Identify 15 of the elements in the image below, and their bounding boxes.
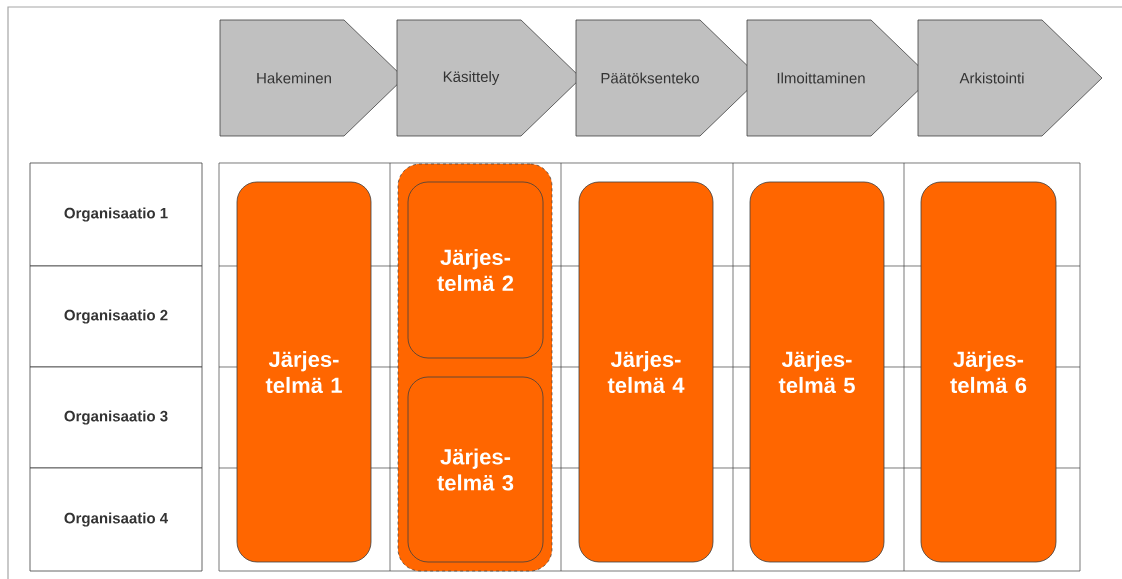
system-box: Järjes- telmä 3 bbox=[407, 376, 544, 563]
row-header: Organisaatio 4 bbox=[29, 467, 203, 572]
process-step: Arkistointi bbox=[917, 19, 1103, 137]
system-box: Järjes- telmä 6 bbox=[920, 181, 1057, 563]
row-header: Organisaatio 3 bbox=[29, 366, 203, 469]
row-header: Organisaatio 2 bbox=[29, 265, 203, 368]
system-box: Järjes- telmä 2 bbox=[407, 181, 544, 359]
system-box: Järjes- telmä 4 bbox=[578, 181, 714, 563]
row-header: Organisaatio 1 bbox=[29, 162, 203, 267]
process-step: Ilmoittaminen bbox=[746, 19, 932, 137]
system-box: Järjes- telmä 5 bbox=[749, 181, 885, 563]
system-box: Järjes- telmä 1 bbox=[236, 181, 372, 563]
process-step: Päätöksenteko bbox=[575, 19, 761, 137]
process-step: Hakeminen bbox=[219, 19, 405, 137]
process-step: Käsittely bbox=[396, 19, 582, 137]
